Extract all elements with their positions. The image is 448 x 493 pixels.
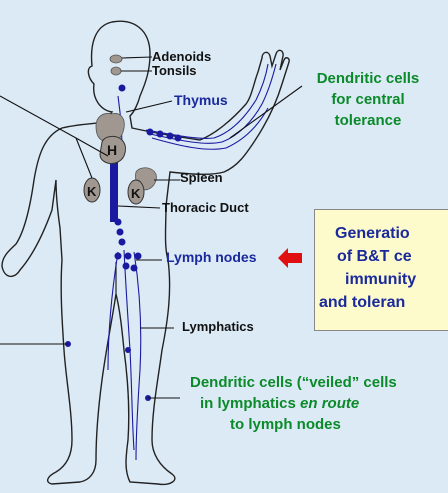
adenoids-organ (109, 54, 123, 64)
thymus-label: Thymus (174, 92, 228, 108)
kidney-left-letter: K (87, 184, 97, 199)
dendritic-veiled-line-1: Dendritic cells (“veiled” cells (190, 374, 397, 391)
kidney-right (127, 179, 145, 205)
dendritic-central-text: Dendritic cells for central tolerance (306, 68, 430, 131)
dendritic-veiled-text: Dendritic cells (“veiled” cells in lymph… (182, 372, 448, 435)
heart-organ (99, 135, 126, 165)
dendritic-veiled-line-3: to lymph nodes (230, 416, 341, 433)
dendritic-veiled-line-2-em: en route (300, 395, 360, 412)
lymph-nodes-label: Lymph nodes (166, 249, 257, 265)
thymus-organ (95, 113, 125, 143)
pointer-lines (0, 56, 303, 399)
heart-letter: H (107, 142, 117, 158)
thoracic-duct-vessel (110, 150, 118, 222)
kidney-right-letter: K (131, 186, 141, 201)
tonsils-label: Tonsils (152, 63, 197, 78)
lymphatics-label: Lymphatics (182, 319, 254, 334)
box-line-3: immunity (345, 271, 417, 288)
box-line-4: and toleran (319, 294, 406, 311)
thoracic-duct-label: Thoracic Duct (162, 200, 249, 215)
dendritic-central-line-3: tolerance (334, 112, 402, 129)
dendritic-veiled-line-2: in lymphatics en route (182, 393, 448, 414)
generation-box-text: Generatio of B&T ce immunity and toleran (315, 210, 448, 314)
generation-box: Generatio of B&T ce immunity and toleran (314, 209, 448, 331)
adenoids-label: Adenoids (152, 49, 212, 64)
dendritic-central-line-1: Dendritic cells (316, 70, 420, 87)
organs: H K K (83, 54, 157, 205)
red-arrow (278, 248, 302, 268)
lymph-nodes (65, 84, 182, 401)
box-line-1: Generatio (335, 225, 410, 242)
dendritic-central-line-2: for central (331, 91, 405, 108)
box-line-2: of B&T ce (337, 248, 412, 265)
dendritic-veiled-line-2-pre: in lymphatics (200, 395, 301, 412)
spleen-label: Spleen (180, 170, 223, 185)
tonsils-organ (110, 66, 122, 76)
